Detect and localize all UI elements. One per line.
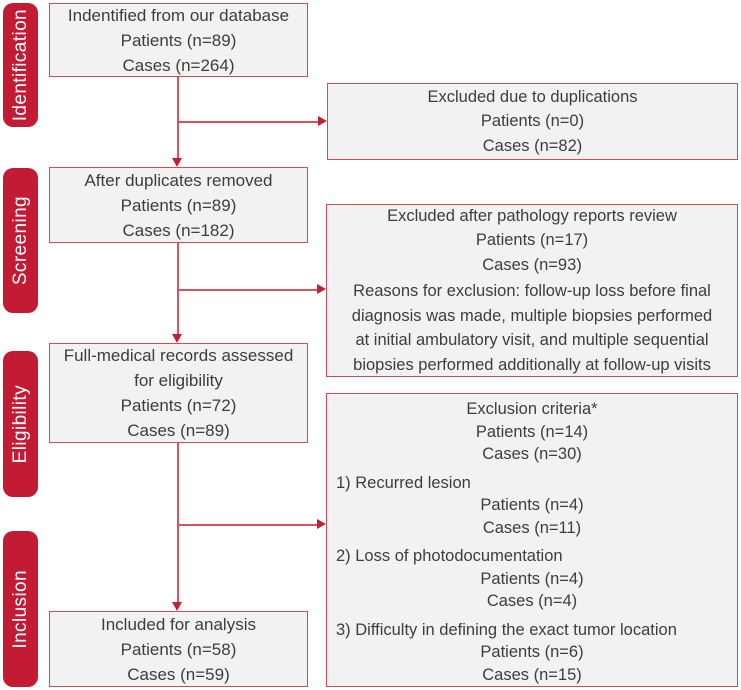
box-full-records-title-2: for eligibility [134, 371, 223, 390]
arrow-identification-to-screening-line [177, 77, 179, 159]
box-exclusion-criteria-cases: Cases (n=30) [482, 445, 582, 463]
stage-label-inclusion: Inclusion [3, 531, 38, 687]
box-exclusion-criteria-title: Exclusion criteria* [466, 400, 598, 418]
exclusion-item-3-cases: Cases (n=15) [482, 665, 582, 684]
stage-label-eligibility-text: Eligibility [9, 384, 31, 464]
arrow-branch-excluded-pathology-line [178, 289, 317, 291]
box-included-for-analysis: Included for analysis Patients (n=58) Ca… [49, 611, 308, 687]
stage-label-inclusion-text: Inclusion [9, 569, 31, 649]
box-excluded-pathology-cases: Cases (n=93) [482, 255, 582, 274]
stage-label-identification-text: Identification [9, 8, 31, 122]
exclusion-item-3-label: 3) Difficulty in defining the exact tumo… [336, 620, 677, 639]
stage-label-screening: Screening [3, 168, 38, 313]
box-full-records-patients: Patients (n=72) [120, 396, 237, 415]
box-identified-patients: Patients (n=89) [120, 30, 237, 50]
box-excluded-pathology-reason-3: at initial ambulatory visit, and multipl… [355, 331, 709, 350]
box-identified-title: Indentified from our database [67, 5, 290, 25]
exclusion-item-1-cases: Cases (n=11) [482, 518, 582, 537]
arrow-branch-excluded-duplications-head [318, 116, 327, 126]
box-full-medical-records: Full-medical records assessed for eligib… [49, 343, 308, 443]
box-exclusion-criteria: Exclusion criteria* Patients (n=14) Case… [326, 393, 738, 687]
exclusion-item-2-patients: Patients (n=4) [480, 569, 584, 588]
box-excluded-pathology-reason-1: Reasons for exclusion: follow-up loss be… [353, 282, 711, 301]
exclusion-item-1-label: 1) Recurred lesion [336, 473, 471, 492]
arrow-branch-excluded-pathology-head [317, 284, 326, 294]
arrow-eligibility-to-inclusion-head [172, 602, 182, 611]
box-included-patients: Patients (n=58) [120, 639, 237, 659]
box-excluded-duplications: Excluded due to duplications Patients (n… [327, 83, 738, 160]
box-identified-cases: Cases (n=264) [122, 55, 235, 75]
box-full-records-title-1: Full-medical records assessed [63, 346, 294, 365]
box-included-title: Included for analysis [101, 614, 256, 634]
stage-label-screening-text: Screening [9, 195, 31, 286]
box-included-cases: Cases (n=59) [127, 664, 230, 684]
box-excluded-pathology-patients: Patients (n=17) [475, 231, 589, 250]
arrow-branch-exclusion-criteria-head [317, 519, 326, 529]
arrow-screening-to-eligibility-line [177, 243, 179, 334]
box-excluded-pathology-reason-2: diagnosis was made, multiple biopsies pe… [351, 306, 713, 325]
box-excluded-duplications-cases: Cases (n=82) [482, 136, 583, 155]
box-excluded-duplications-title: Excluded due to duplications [427, 87, 638, 106]
box-after-duplicates-title: After duplicates removed [84, 170, 273, 190]
box-after-duplicates-patients: Patients (n=89) [120, 195, 237, 215]
box-full-records-cases: Cases (n=89) [127, 421, 230, 440]
arrow-identification-to-screening-head [172, 158, 182, 167]
box-excluded-pathology-title: Excluded after pathology reports review [387, 206, 677, 225]
box-after-duplicates-removed: After duplicates removed Patients (n=89)… [49, 167, 308, 243]
exclusion-item-2-label: 2) Loss of photodocumentation [336, 547, 563, 565]
arrow-screening-to-eligibility-head [172, 334, 182, 343]
box-excluded-pathology-review: Excluded after pathology reports review … [326, 204, 738, 377]
box-after-duplicates-cases: Cases (n=182) [122, 220, 235, 240]
arrow-branch-excluded-duplications-line [178, 121, 318, 123]
box-excluded-pathology-reason-4: biopsies performed additionally at follo… [353, 355, 711, 374]
box-identified-from-database: Indentified from our database Patients (… [49, 3, 308, 77]
stage-label-eligibility: Eligibility [3, 351, 38, 497]
exclusion-item-2-cases: Cases (n=4) [486, 592, 578, 610]
stage-label-identification: Identification [3, 3, 38, 127]
box-exclusion-criteria-patients: Patients (n=14) [475, 422, 589, 441]
arrow-branch-exclusion-criteria-line [178, 524, 317, 526]
arrow-eligibility-to-inclusion-line [177, 443, 179, 602]
exclusion-item-1-patients: Patients (n=4) [480, 496, 584, 514]
exclusion-item-3-patients: Patients (n=6) [480, 643, 584, 661]
box-excluded-duplications-patients: Patients (n=0) [480, 112, 585, 131]
